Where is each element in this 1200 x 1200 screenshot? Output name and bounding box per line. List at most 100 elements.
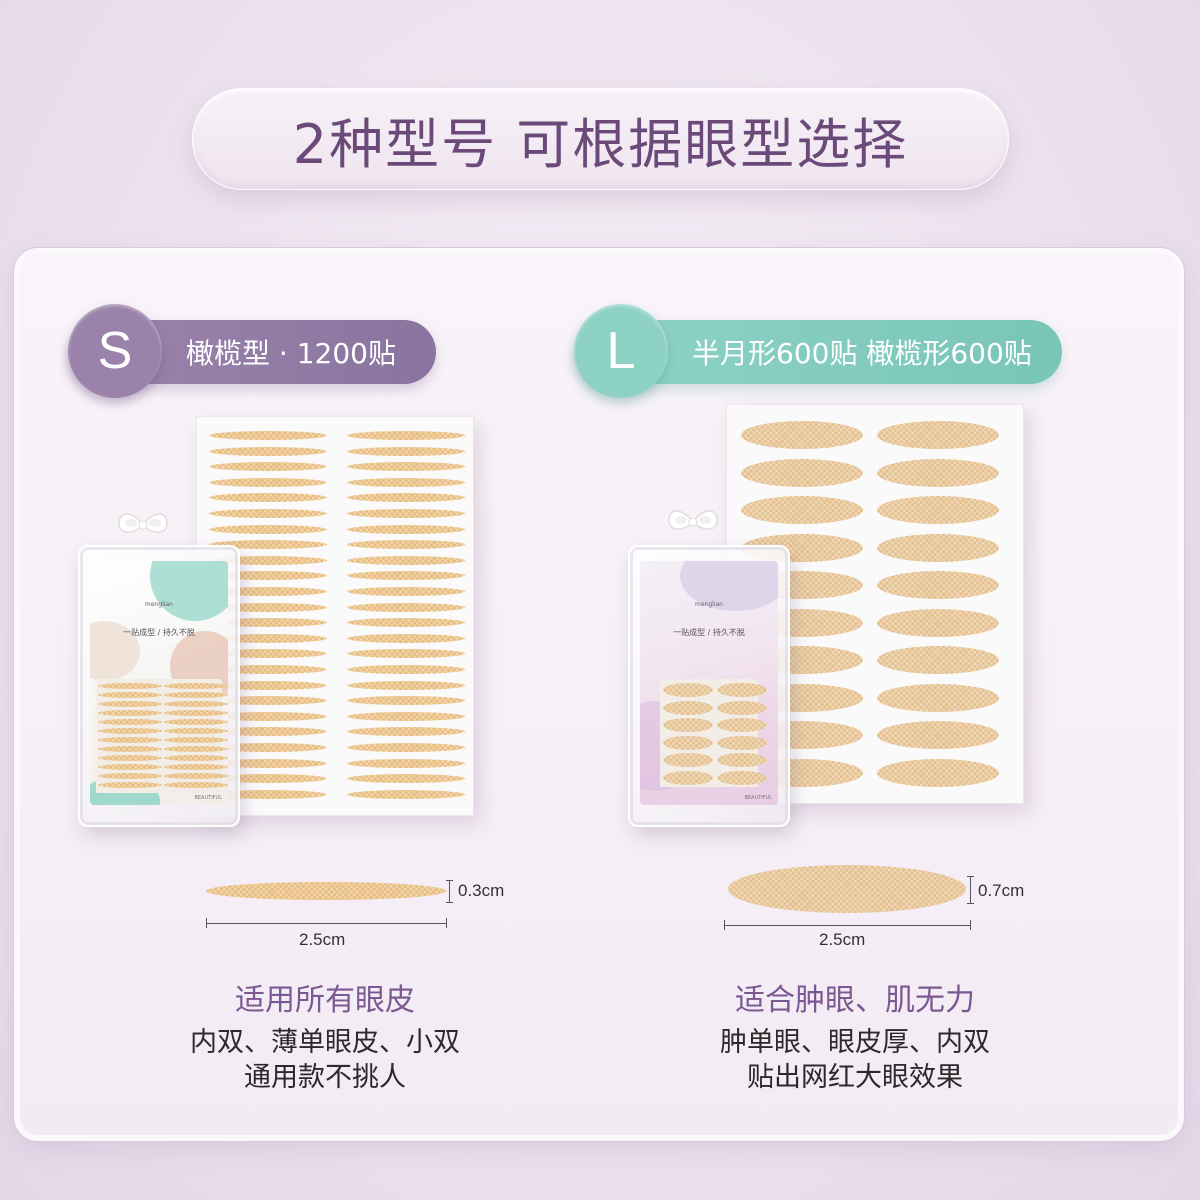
eyelid-strip <box>209 555 327 565</box>
eyelid-strip <box>209 462 327 472</box>
eyelid-strip <box>164 773 228 779</box>
width-tick-left-l <box>724 920 725 930</box>
eyelid-strip <box>347 555 465 565</box>
strip-diagram-s <box>206 882 446 900</box>
eyelid-strip <box>209 758 327 768</box>
eyelid-strip <box>98 701 162 707</box>
badge-size-l: L 半月形600贴 橄榄形600贴 <box>574 304 1062 398</box>
case-footer-s: BEAUTIFUL <box>194 795 222 801</box>
width-label-l: 2.5cm <box>819 930 866 949</box>
bow-icon <box>668 510 718 530</box>
sticker-sheet-s <box>196 416 474 816</box>
eyelid-strip <box>347 602 465 612</box>
eyelid-strip <box>209 680 327 690</box>
eyelid-oval <box>717 718 767 732</box>
eyelid-strip <box>209 711 327 721</box>
eyelid-oval <box>663 700 713 715</box>
eyelid-oval <box>877 533 999 562</box>
title-banner: 2种型号 可根据眼型选择 <box>192 88 1009 190</box>
desc-line2-s: 通用款不挑人 <box>244 1062 406 1093</box>
width-line-s <box>206 923 446 924</box>
eyelid-strip <box>347 462 465 472</box>
eyelid-strip <box>209 696 327 706</box>
eyelid-strip <box>209 633 327 643</box>
eyelid-strip <box>209 524 327 534</box>
height-tick-s <box>449 880 450 902</box>
eyelid-strip <box>347 680 465 690</box>
case-window-l <box>660 679 767 787</box>
height-label-l: 0.7cm <box>978 881 1025 900</box>
eyelid-oval <box>877 571 999 599</box>
eyelid-strip <box>347 633 465 643</box>
width-line-l <box>724 925 970 926</box>
eyelid-strip <box>164 764 228 770</box>
case-window-s <box>96 679 228 793</box>
product-case-s: menglian 一贴成型 / 持久不脱 BEAUTIFUL <box>78 545 240 827</box>
case-brand-l: menglian <box>695 601 723 608</box>
eyelid-strip <box>209 493 327 503</box>
eyelid-strip <box>347 509 465 518</box>
case-card-s: menglian 一贴成型 / 持久不脱 BEAUTIFUL <box>90 561 228 805</box>
eyelid-strip <box>98 782 162 788</box>
eyelid-strip <box>98 719 162 725</box>
eyelid-strip <box>209 789 327 799</box>
headline-l: 适合肿眼、肌无力 <box>735 983 975 1018</box>
eyelid-oval <box>717 700 767 715</box>
eyelid-strip <box>209 665 327 674</box>
eyelid-strip <box>164 692 228 698</box>
height-cap-top-l <box>967 876 974 877</box>
eyelid-strip <box>209 587 327 596</box>
eyelid-strip <box>347 587 465 596</box>
eyelid-oval <box>877 683 999 712</box>
desc-line1-s: 内双、薄单眼皮、小双 <box>190 1027 460 1058</box>
eyelid-oval <box>741 458 863 487</box>
eyelid-oval <box>877 608 999 637</box>
eyelid-strip <box>98 710 162 716</box>
eyelid-strip <box>209 571 327 581</box>
eyelid-strip <box>347 571 465 581</box>
case-slogan-s: 一贴成型 / 持久不脱 <box>123 628 195 637</box>
eyelid-strip <box>347 540 465 550</box>
badge-size-s: S 橄榄型 · 1200贴 <box>68 304 436 398</box>
eyelid-strip <box>98 773 162 779</box>
eyelid-strip <box>347 431 465 440</box>
eyelid-strip <box>209 649 327 659</box>
eyelid-strip <box>98 746 162 752</box>
width-tick-left-s <box>206 918 207 928</box>
eyelid-strip <box>98 764 162 770</box>
oval-diagram-l <box>728 865 966 913</box>
badge-label-l: 半月形600贴 橄榄形600贴 <box>692 337 1032 370</box>
eyelid-strip <box>347 696 465 706</box>
eyelid-strip <box>347 789 465 799</box>
eyelid-oval <box>717 735 767 750</box>
desc-line1-l: 肿单眼、眼皮厚、内双 <box>720 1027 990 1058</box>
headline-s: 适用所有眼皮 <box>235 983 415 1018</box>
eyelid-strip <box>98 728 162 734</box>
eyelid-strip <box>98 755 162 761</box>
eyelid-strip <box>347 524 465 534</box>
eyelid-oval <box>877 758 999 787</box>
eyelid-strip <box>209 540 327 550</box>
eyelid-oval <box>877 496 999 524</box>
height-tick-l <box>970 876 971 903</box>
eyelid-strip <box>164 683 228 689</box>
eyelid-oval <box>663 735 713 750</box>
eyelid-oval <box>717 683 767 697</box>
eyelid-oval <box>741 421 863 449</box>
eyelid-strip <box>347 493 465 503</box>
eyelid-oval <box>877 646 999 674</box>
bow-icon <box>118 513 168 533</box>
eyelid-strip <box>209 602 327 612</box>
height-cap-bottom-l <box>967 903 974 904</box>
height-label-s: 0.3cm <box>458 881 505 900</box>
eyelid-strip <box>98 737 162 743</box>
eyelid-oval <box>877 458 999 487</box>
eyelid-strip <box>347 665 465 674</box>
eyelid-oval <box>663 683 713 697</box>
eyelid-strip <box>164 782 228 788</box>
eyelid-strip <box>209 618 327 628</box>
eyelid-strip <box>209 743 327 752</box>
width-label-s: 2.5cm <box>299 930 346 949</box>
eyelid-oval <box>717 753 767 767</box>
eyelid-strip <box>347 711 465 721</box>
